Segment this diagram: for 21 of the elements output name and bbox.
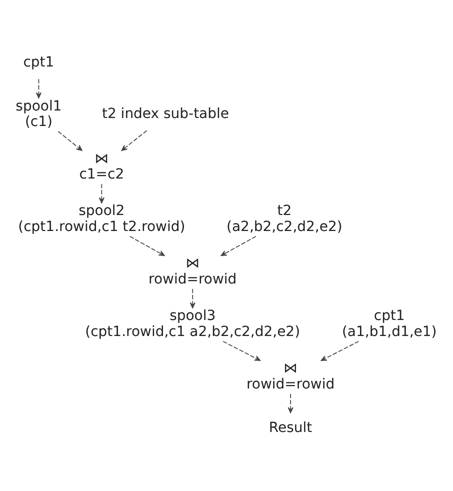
arrow <box>222 340 261 360</box>
node-text: Result <box>268 420 312 436</box>
node-text: t2 index sub-table <box>102 106 230 122</box>
arrow <box>98 183 104 203</box>
node-text: cpt1 <box>23 54 54 70</box>
node-text: ⋈ c1=c2 <box>79 150 124 182</box>
arrow <box>220 235 256 256</box>
node-text: ⋈ rowid=rowid <box>148 255 237 287</box>
arrow <box>58 130 82 150</box>
arrow <box>121 130 148 150</box>
node-text: ⋈ rowid=rowid <box>246 360 335 392</box>
arrow <box>190 288 196 308</box>
arrow <box>288 392 294 413</box>
arrow <box>36 78 42 98</box>
node-text: spool1 (c1) <box>16 98 62 130</box>
node-text: spool2 (cpt1.rowid,c1 t2.rowid) <box>18 202 186 234</box>
node-text: cpt1 (a1,b1,d1,e1) <box>342 308 437 340</box>
node-text: t2 (a2,b2,c2,d2,e2) <box>226 202 342 234</box>
arrow <box>130 235 165 256</box>
arrow <box>320 340 360 360</box>
node-text: spool3 (cpt1.rowid,c1 a2,b2,c2,d2,e2) <box>85 308 300 340</box>
